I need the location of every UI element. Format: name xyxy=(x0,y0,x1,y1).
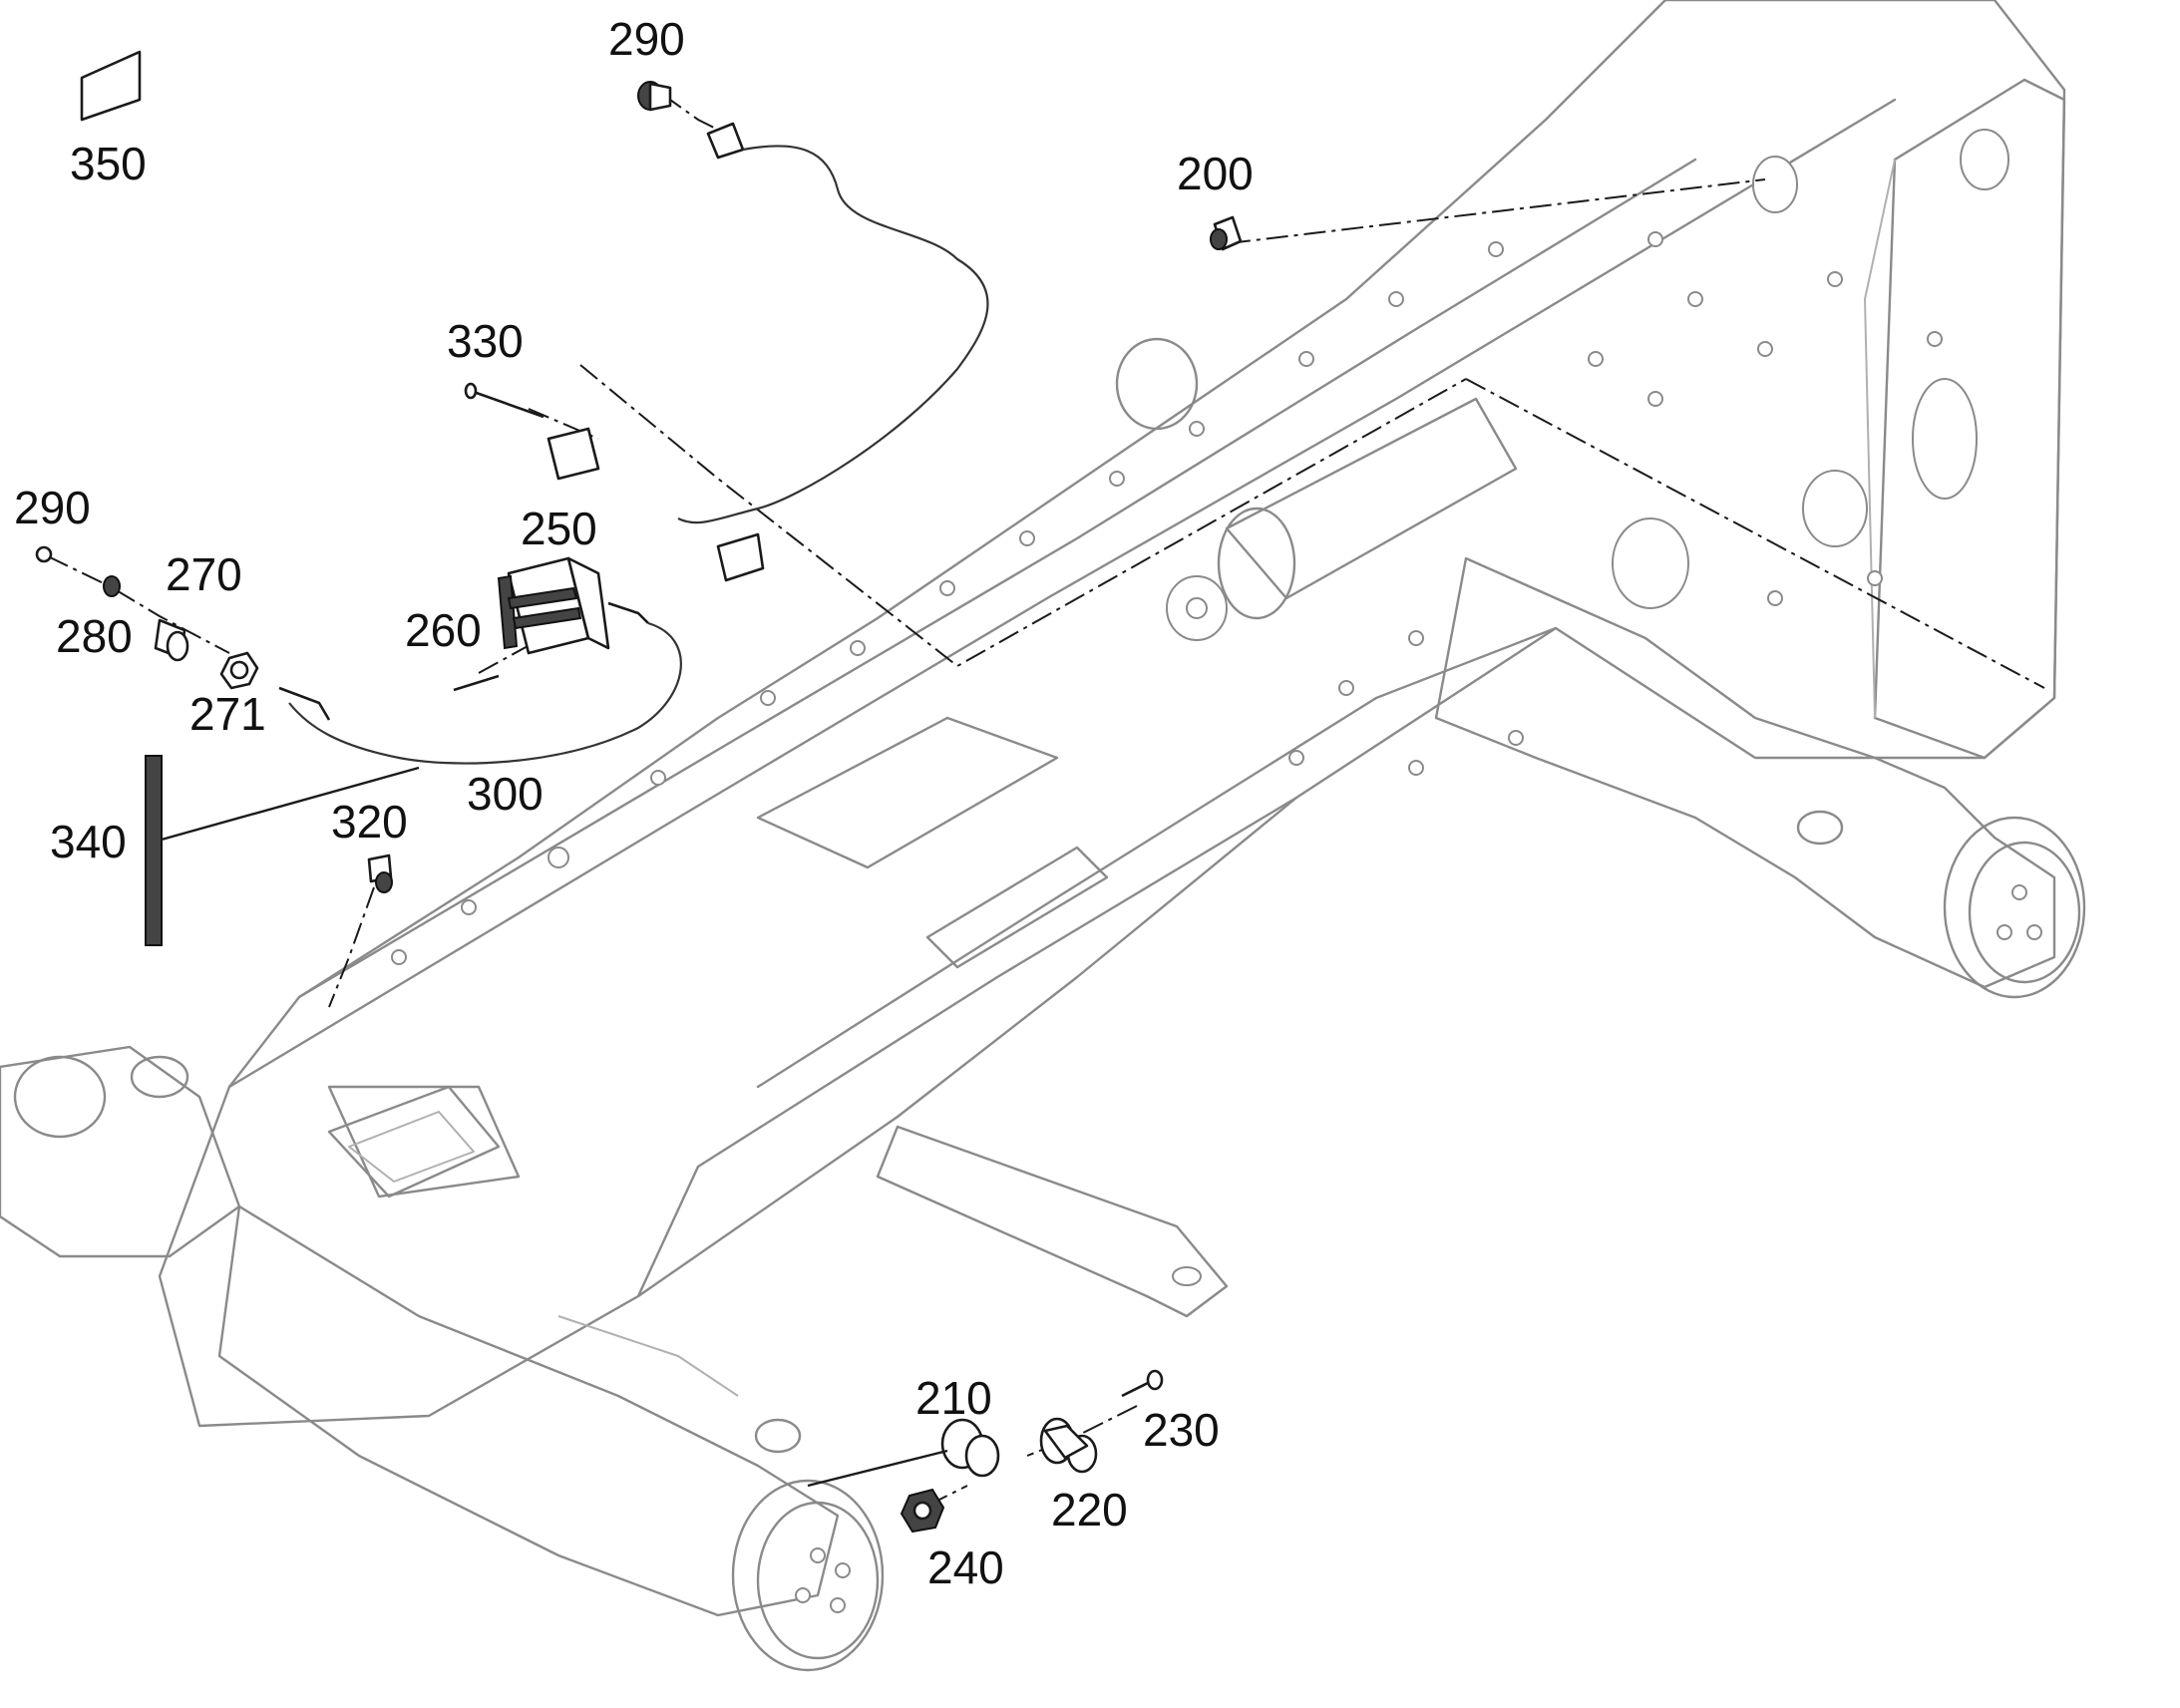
callout-320: 320 xyxy=(331,796,408,848)
part-240-nut xyxy=(900,1488,945,1534)
part-250-distributor xyxy=(497,556,649,655)
part-290-left-cap xyxy=(35,545,53,563)
part-340-spiral-guard xyxy=(145,755,420,946)
rear-axle xyxy=(1115,337,2086,999)
callout-210: 210 xyxy=(915,1372,992,1424)
part-280-nipple xyxy=(103,575,121,597)
callout-230: 230 xyxy=(1143,1404,1220,1456)
front-axle xyxy=(0,1045,885,1672)
part-200-fitting xyxy=(1210,215,1243,251)
chassis-frame xyxy=(158,0,2066,1428)
callout-280: 280 xyxy=(56,610,133,662)
part-210-clamp xyxy=(807,1418,1000,1488)
hose-end-fitting xyxy=(278,686,331,721)
part-290-top-fitting xyxy=(637,81,672,112)
callout-340: 340 xyxy=(50,816,127,867)
part-271-nut xyxy=(219,651,259,690)
callout-271: 271 xyxy=(189,688,266,740)
callout-250: 250 xyxy=(521,503,597,554)
part-350-manual xyxy=(80,50,142,122)
part-230-screw xyxy=(1121,1369,1164,1398)
part-330-bolt xyxy=(464,382,765,582)
grease-line-top xyxy=(677,122,989,524)
part-220-clamp xyxy=(1039,1417,1098,1474)
part-300-hose xyxy=(288,621,682,765)
frame-holes xyxy=(391,231,1943,965)
callout-300: 300 xyxy=(467,768,544,820)
callout-labels: 350 290 200 330 290 250 270 280 260 271 … xyxy=(14,13,1254,1593)
callout-270: 270 xyxy=(166,548,242,600)
callout-330: 330 xyxy=(447,315,524,367)
callout-350: 350 xyxy=(70,138,147,189)
callout-290-left: 290 xyxy=(14,482,91,533)
part-320-fitting xyxy=(367,854,393,893)
part-270-adapter xyxy=(154,618,189,662)
callout-220: 220 xyxy=(1051,1484,1128,1536)
callout-290-top: 290 xyxy=(608,13,685,65)
callout-200: 200 xyxy=(1177,148,1254,199)
part-260-screw xyxy=(453,674,500,692)
callout-260: 260 xyxy=(405,604,482,656)
callout-240: 240 xyxy=(927,1541,1004,1593)
